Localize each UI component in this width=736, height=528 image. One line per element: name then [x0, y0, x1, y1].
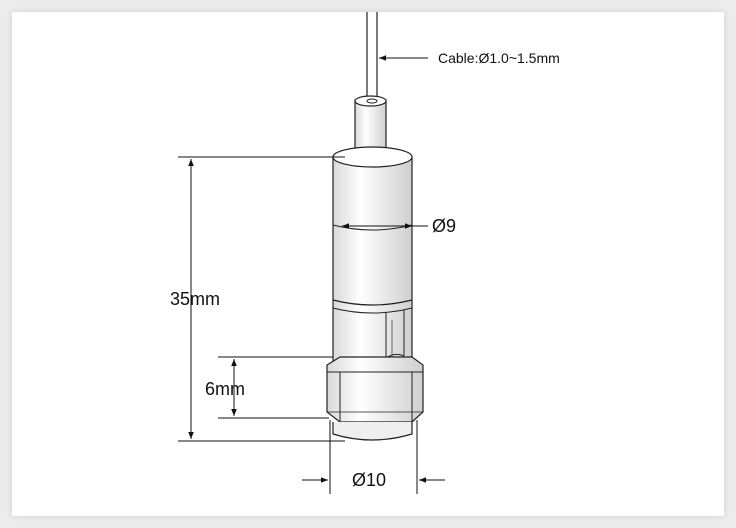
body-cylinder — [332, 146, 413, 368]
cable — [366, 12, 378, 102]
nut-height-6mm-dimension: 6mm — [205, 356, 333, 419]
cable-label: Cable:Ø1.0~1.5mm — [438, 50, 560, 66]
hex-nut — [326, 356, 424, 441]
diameter-10-label: Ø10 — [352, 470, 386, 490]
diameter-9-dimension: Ø9 — [342, 216, 456, 236]
cable-callout: Cable:Ø1.0~1.5mm — [379, 50, 560, 66]
nut-height-6mm-label: 6mm — [205, 379, 245, 399]
top-sleeve — [354, 95, 387, 163]
diameter-9-label: Ø9 — [432, 216, 456, 236]
diameter-10-dimension: Ø10 — [302, 420, 445, 494]
length-35mm-dimension: 35mm — [170, 156, 345, 442]
length-35mm-label: 35mm — [170, 289, 220, 309]
